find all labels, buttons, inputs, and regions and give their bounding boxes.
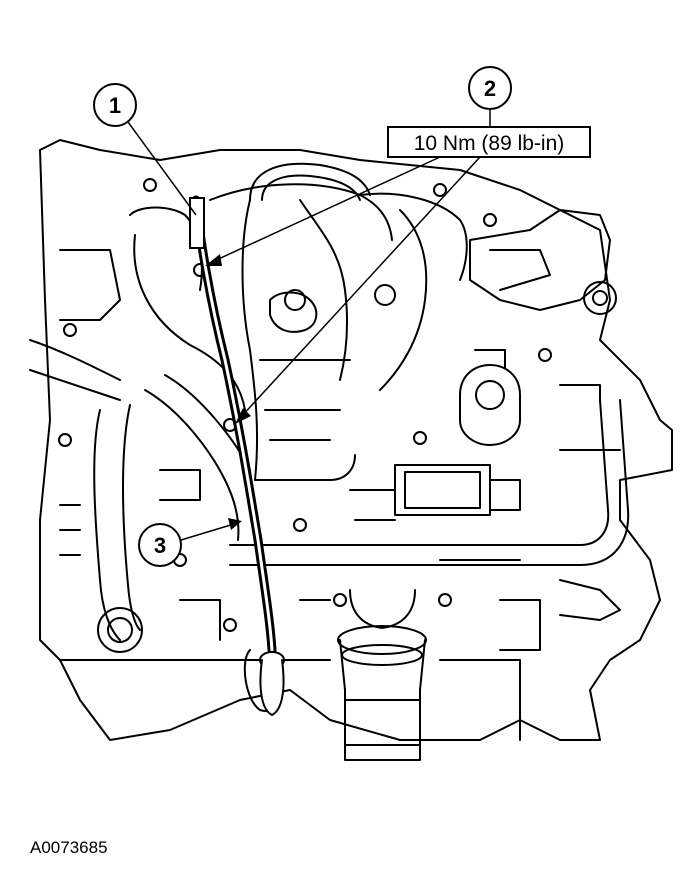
callout-2: 2 10 Nm (89 lb-in) [205,66,591,424]
callout-2-number: 2 [484,76,496,101]
figure-id: A0073685 [30,838,108,857]
callout-3-leader [180,523,235,541]
torque-arrowhead-upper [205,254,222,266]
callout-3: 3 [138,518,242,567]
torque-leader-lower [239,156,481,419]
torque-spec-box [387,126,591,158]
callout-1-number: 1 [109,93,121,118]
callout-3-arrowhead [228,518,242,530]
callout-1: 1 [93,83,197,216]
callout-1-leader [127,121,197,216]
torque-arrowhead-lower [235,408,251,424]
callout-3-number: 3 [154,533,166,558]
dipstick-tube [189,195,285,717]
engine-linework [29,139,673,761]
torque-leader-upper [211,156,441,263]
torque-spec-text: 10 Nm (89 lb-in) [414,132,565,155]
